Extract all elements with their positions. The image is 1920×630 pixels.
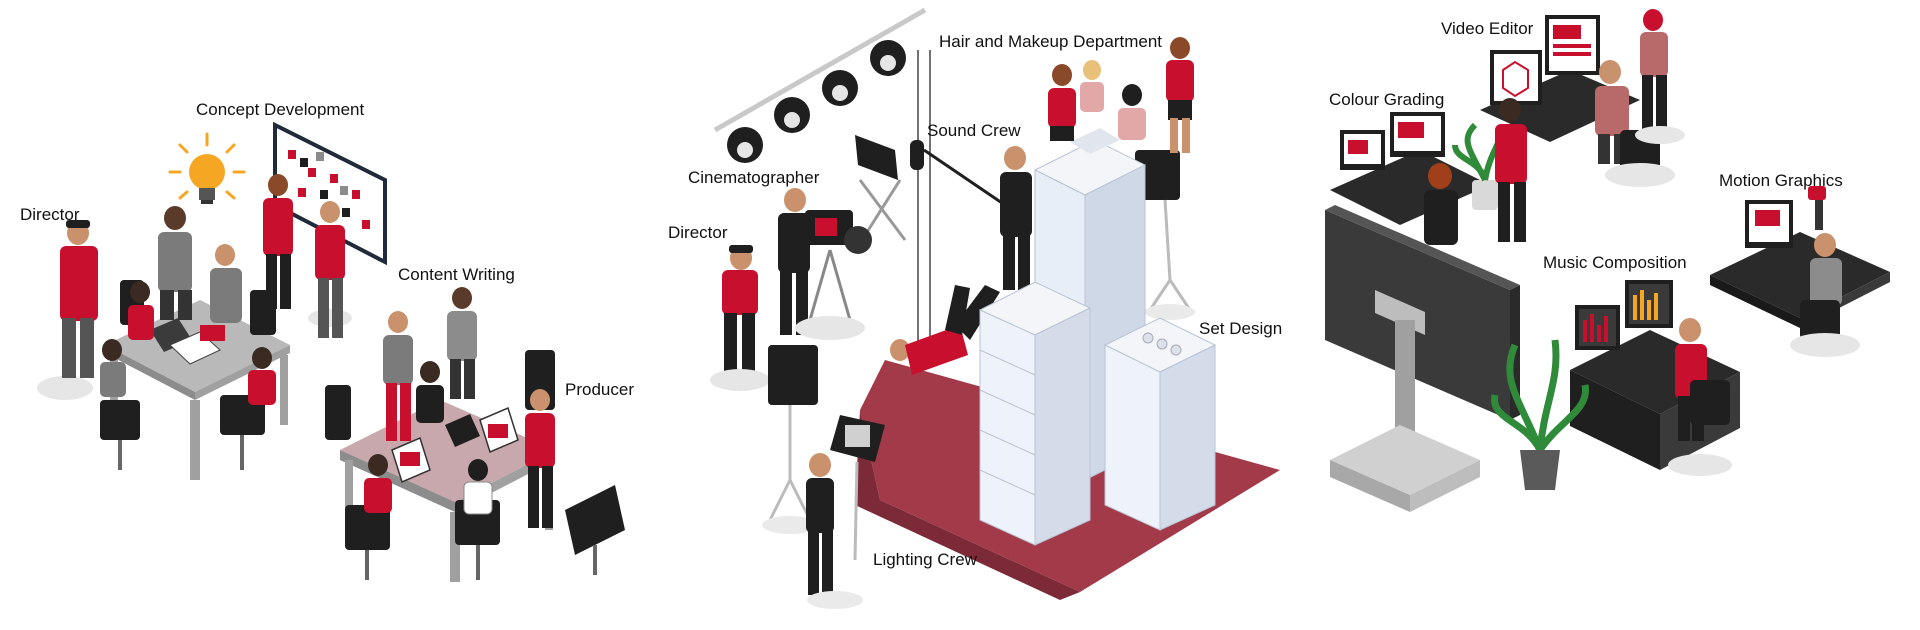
post-production-area <box>1325 9 1890 512</box>
stunt-actor <box>890 285 1000 375</box>
label-video-editor: Video Editor <box>1441 19 1534 38</box>
label-motion-graphics: Motion Graphics <box>1719 171 1843 190</box>
label-director-left: Director <box>20 205 80 224</box>
set-building-mid <box>978 281 1092 546</box>
concept-board <box>273 121 387 266</box>
label-producer: Producer <box>565 380 634 399</box>
label-sound-crew: Sound Crew <box>927 121 1021 140</box>
pre-production-area <box>37 121 625 582</box>
film-set-area <box>710 7 1280 609</box>
label-music-composition: Music Composition <box>1543 253 1687 272</box>
label-lighting-crew: Lighting Crew <box>873 550 977 569</box>
label-colour-grading: Colour Grading <box>1329 90 1445 109</box>
label-cinematographer: Cinematographer <box>688 168 820 187</box>
label-director-set: Director <box>668 223 728 242</box>
label-set-design: Set Design <box>1199 319 1283 338</box>
label-hair-makeup: Hair and Makeup Department <box>939 32 1163 51</box>
director-figure <box>60 220 98 378</box>
label-concept-development: Concept Development <box>196 100 365 119</box>
idea-bulb-icon <box>168 132 246 204</box>
set-building-short <box>1103 317 1217 531</box>
label-content-writing: Content Writing <box>398 265 515 284</box>
